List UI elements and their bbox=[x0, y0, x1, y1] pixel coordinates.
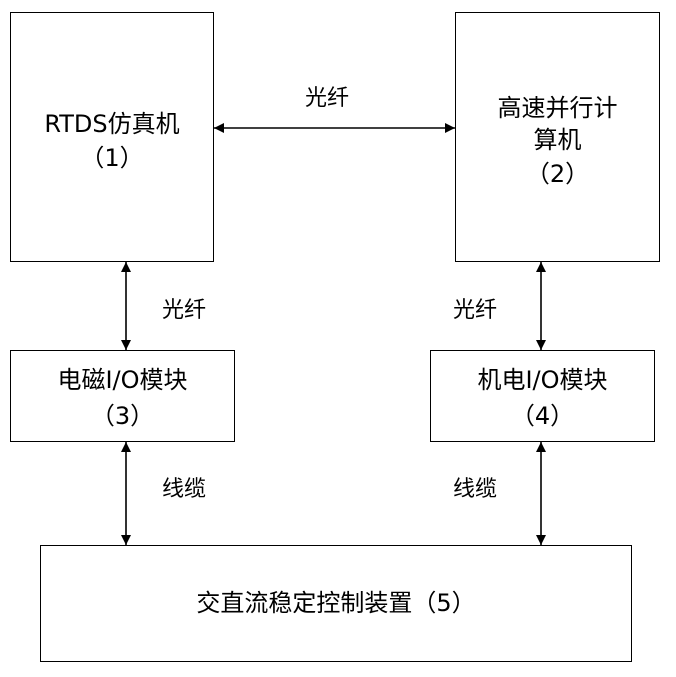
parallel-computer-name-line1: 高速并行计 bbox=[497, 94, 618, 122]
em-io-module-number: （3） bbox=[90, 402, 155, 430]
link-label-em-io-controller: 线缆 bbox=[162, 477, 207, 502]
stability-controller-box: 交直流稳定控制装置（5） bbox=[40, 545, 632, 662]
parallel-computer-name-line2: 算机 bbox=[533, 126, 582, 154]
parallel-computer-box: 高速并行计 算机 （2） bbox=[455, 12, 660, 262]
mech-io-module-name: 机电I/O模块 bbox=[477, 366, 608, 394]
link-label-computer-mech-io: 光纤 bbox=[453, 298, 498, 323]
mech-io-module-box: 机电I/O模块 （4） bbox=[430, 350, 655, 442]
rtds-simulator-box: RTDS仿真机 （1） bbox=[10, 12, 214, 262]
link-label-mech-io-controller: 线缆 bbox=[453, 477, 498, 502]
em-io-module-name: 电磁I/O模块 bbox=[57, 366, 188, 394]
mech-io-module-number: （4） bbox=[510, 402, 575, 430]
rtds-simulator-number: （1） bbox=[80, 144, 144, 172]
rtds-simulator-name: RTDS仿真机 bbox=[44, 110, 180, 138]
link-label-rtds-computer: 光纤 bbox=[305, 86, 350, 111]
stability-controller-name: 交直流稳定控制装置（5） bbox=[196, 589, 476, 617]
em-io-module-box: 电磁I/O模块 （3） bbox=[10, 350, 235, 442]
parallel-computer-number: （2） bbox=[525, 160, 590, 188]
link-label-rtds-em-io: 光纤 bbox=[162, 298, 207, 323]
